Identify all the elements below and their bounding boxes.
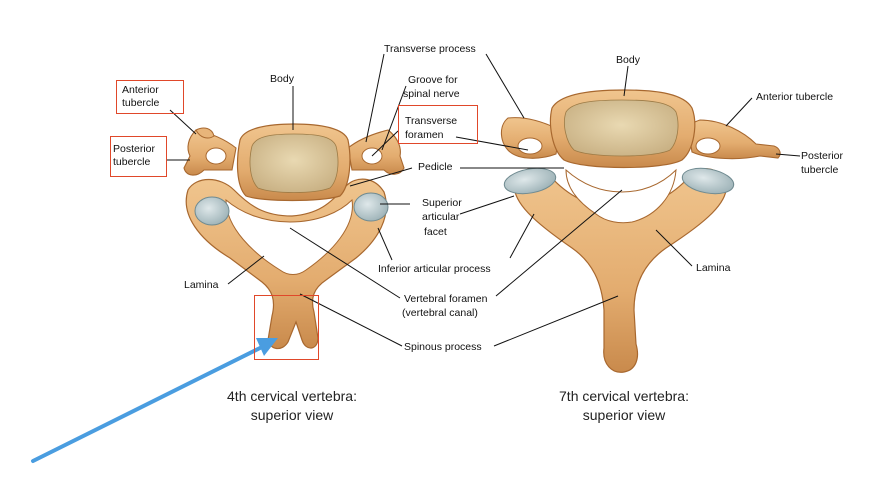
c7-articular-facet-right [681, 167, 735, 195]
leader-lines [166, 53, 801, 347]
label-posterior-tubercle-right-1: Posterior [801, 150, 844, 162]
label-inferior-articular-process: Inferior articular process [378, 263, 491, 275]
label-body-right: Body [616, 54, 640, 66]
label-posterior-tubercle-left-2: tubercle [113, 156, 151, 168]
label-vertebral-foramen-2: (vertebral canal) [402, 307, 478, 319]
c7-transverse-foramen-left [517, 137, 543, 155]
label-superior-articular-facet-3: facet [424, 226, 447, 238]
pointer-arrow [31, 338, 278, 463]
caption-left-line-1: 4th cervical vertebra: [227, 388, 357, 404]
label-body-left: Body [270, 73, 294, 85]
label-lamina-left: Lamina [184, 279, 219, 291]
highlight-box-anterior-tubercle [116, 80, 184, 114]
c4-articular-facet-left [194, 196, 230, 226]
highlight-box-transverse-foramen [398, 105, 478, 144]
label-anterior-tubercle-left-1: Anterior [122, 84, 159, 96]
label-transverse-foramen-2: foramen [405, 129, 444, 141]
c7-transverse-foramen-right [695, 137, 721, 155]
label-groove-1: Groove for [408, 74, 458, 86]
c7-articular-facet-left [503, 167, 557, 195]
c4-body-surface [249, 133, 339, 193]
c4-vertebral-foramen [225, 198, 353, 275]
label-anterior-tubercle-right: Anterior tubercle [756, 91, 834, 103]
label-superior-articular-facet-2: articular [422, 211, 460, 223]
label-posterior-tubercle-right-2: tubercle [801, 164, 839, 176]
label-vertebral-foramen-1: Vertebral foramen [404, 293, 488, 305]
label-superior-articular-facet-1: Superior [422, 197, 462, 209]
label-groove-2: spinal nerve [403, 88, 460, 100]
label-transverse-foramen-1: Transverse [405, 115, 458, 127]
c4-vertebra [183, 123, 405, 350]
c4-transverse-foramen-left [205, 147, 227, 165]
label-lamina-right: Lamina [696, 262, 731, 274]
c4-articular-facet-right [353, 192, 389, 222]
label-pedicle: Pedicle [418, 161, 453, 173]
label-anterior-tubercle-left-2: tubercle [122, 97, 160, 109]
highlight-box-posterior-tubercle [110, 136, 167, 177]
caption-right-line-2: superior view [582, 407, 666, 423]
c7-vertebral-foramen [565, 168, 677, 224]
label-posterior-tubercle-left-1: Posterior [113, 143, 156, 155]
label-spinous-process: Spinous process [404, 341, 482, 353]
caption-right-line-1: 7th cervical vertebra: [559, 388, 689, 404]
c7-body-surface [564, 99, 679, 157]
highlight-box-spinous-process [254, 295, 319, 360]
c7-vertebra [500, 89, 781, 373]
caption-left-line-2: superior view [250, 407, 334, 423]
label-transverse-process: Transverse process [384, 43, 476, 55]
